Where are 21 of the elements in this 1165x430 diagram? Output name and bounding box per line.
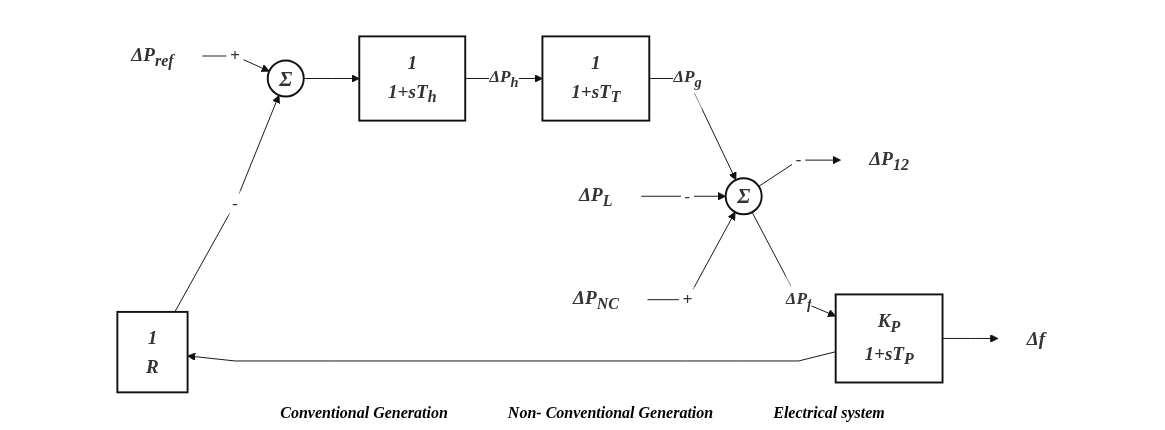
node-text: ΔP$_{12}$ xyxy=(869,147,909,174)
caption-text: Conventional Generation xyxy=(280,404,448,422)
node-box: 1 1+sT$_{h}$ xyxy=(358,35,467,122)
caption-text: Non- Conventional Generation xyxy=(507,404,714,422)
node-box: 1 R xyxy=(116,310,189,394)
node-text: Δf xyxy=(1026,327,1046,349)
edge-label: ΔP$_{g}$ xyxy=(673,66,702,90)
edge-label: ΔP$_{h}$ xyxy=(489,66,519,90)
edge-label: + xyxy=(682,289,693,309)
node-circle: Σ xyxy=(266,59,305,98)
edge-label: - xyxy=(795,150,802,170)
node-text: ΔP$_{NC}$ xyxy=(572,287,619,314)
edge-label: - xyxy=(232,193,238,213)
node-circle: Σ xyxy=(724,177,763,216)
node-box: K$_{P}$ 1+sT$_{P}$ xyxy=(834,293,944,384)
caption-text: Electrical system xyxy=(773,404,885,422)
node-text: ΔP$_{L}$ xyxy=(579,183,613,210)
node-text: ΔP$_{ref}$ xyxy=(131,43,174,70)
node-box: 1 1+sT$_{T}$ xyxy=(541,35,651,122)
edge-label: - xyxy=(684,186,691,206)
edge-label: + xyxy=(230,45,240,66)
